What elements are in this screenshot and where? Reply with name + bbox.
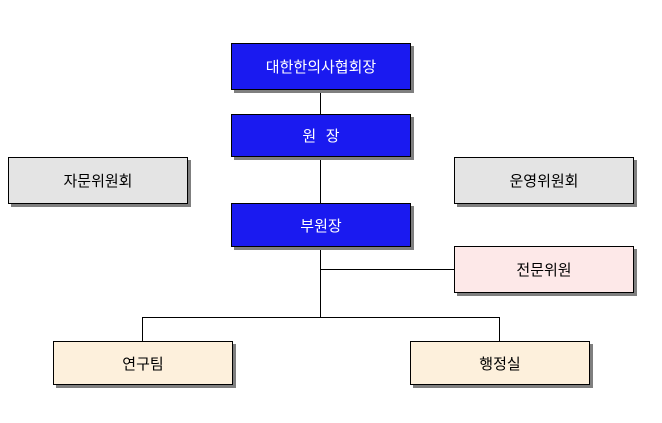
vice-director-box: 부원장	[231, 203, 411, 247]
research-team-label: 연구팀	[122, 354, 164, 373]
vice-director-label: 부원장	[300, 216, 342, 235]
operating-committee-label: 운영위원회	[509, 172, 579, 190]
expert-committee-label: 전문위원	[516, 261, 572, 279]
expert-committee-box: 전문위원	[454, 246, 634, 293]
director-label: 원 장	[302, 127, 340, 145]
president-label: 대한한의사협회장	[265, 58, 377, 76]
operating-committee-box: 운영위원회	[454, 157, 634, 204]
admin-office-label: 행정실	[479, 354, 521, 373]
president-box: 대한한의사협회장	[231, 43, 411, 90]
admin-office-box: 행정실	[410, 341, 590, 385]
advisory-committee-box: 자문위원회	[8, 157, 188, 204]
director-box: 원 장	[231, 114, 411, 157]
advisory-committee-label: 자문위원회	[63, 172, 133, 190]
research-team-box: 연구팀	[53, 341, 233, 385]
